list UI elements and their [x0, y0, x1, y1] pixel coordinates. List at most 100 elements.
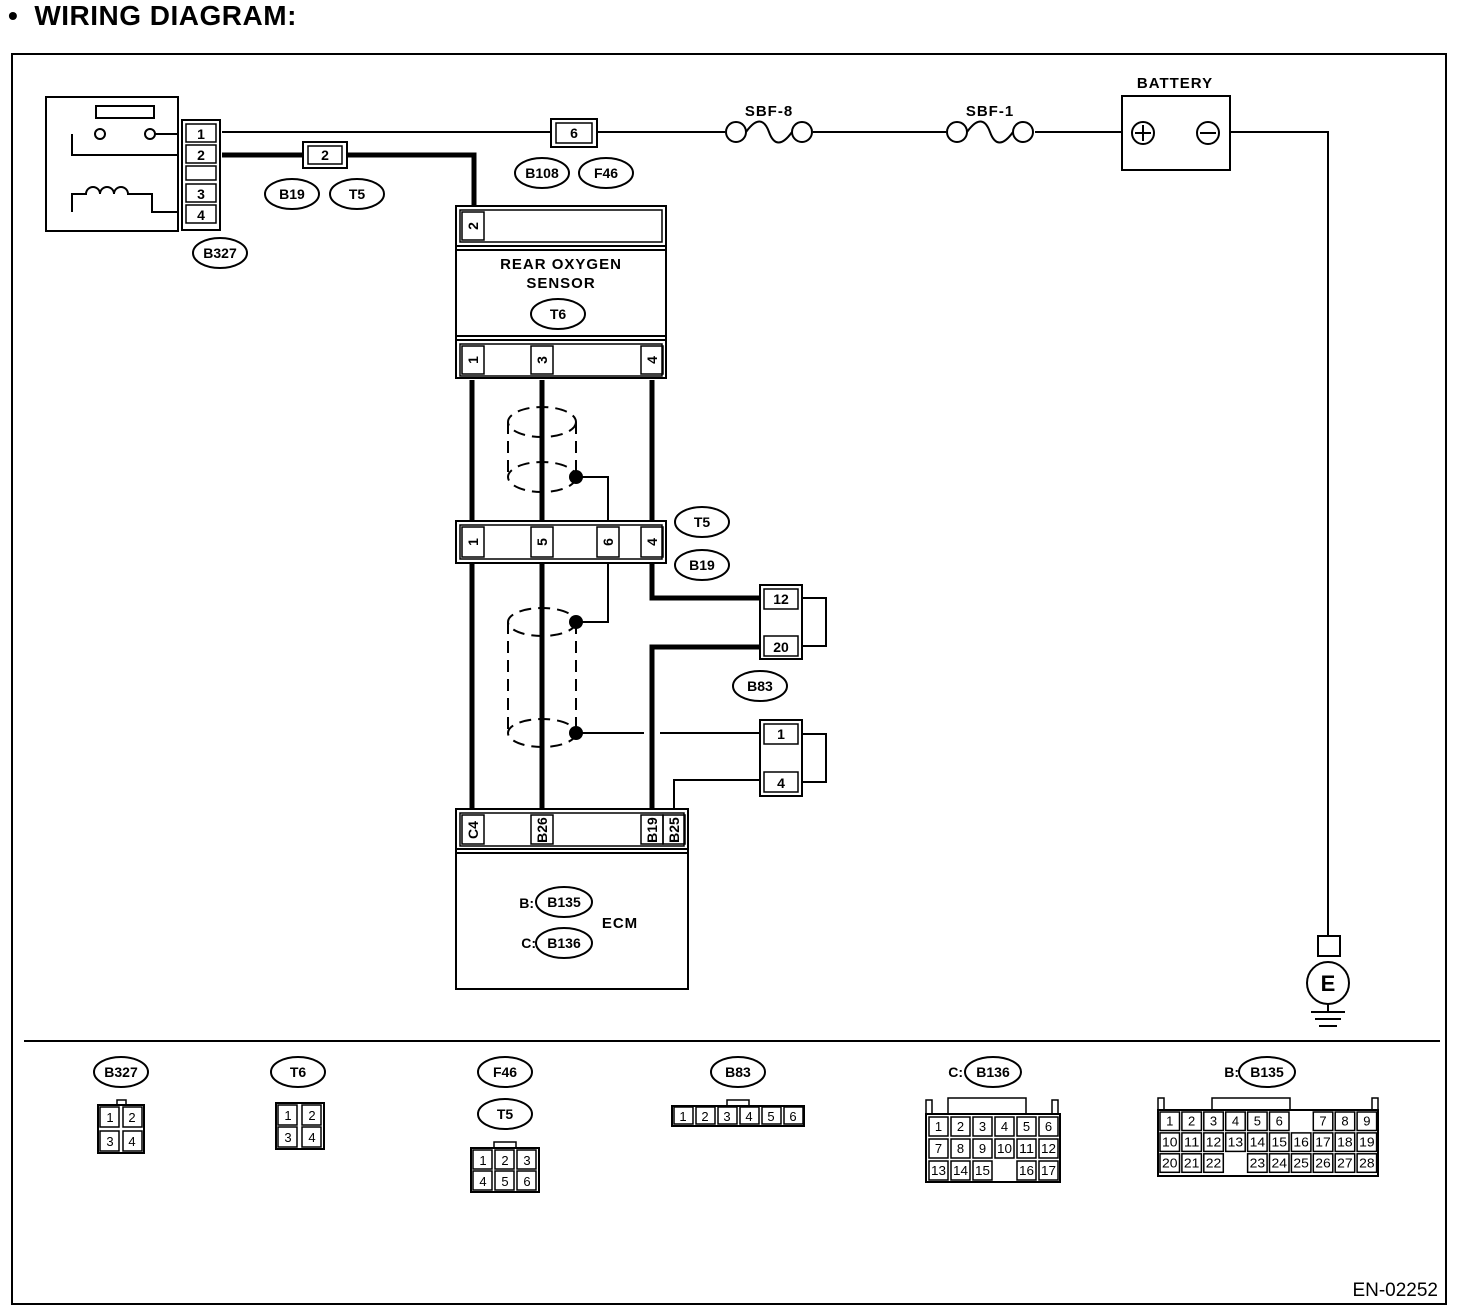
- relay-contact-bar: [95, 105, 155, 119]
- harness-pin-4: 4: [644, 538, 660, 546]
- legend-b136-cell-box: [950, 1138, 971, 1159]
- legend-b135-cell-box: [1159, 1153, 1181, 1174]
- relay-joint-label-a: B19: [279, 186, 305, 202]
- fuse-2: SBF-1: [946, 103, 1034, 144]
- shield-lower-junction-bottom: [569, 726, 583, 740]
- diagram-heading: •WIRING DIAGRAM:: [8, 0, 297, 32]
- legend-b135-cell-box: [1203, 1153, 1225, 1174]
- legend-b135-cell-box: [1268, 1132, 1290, 1153]
- wires: [222, 131, 1329, 936]
- ecm-b-prefix: B:: [519, 895, 534, 911]
- legend-b327-label: B327: [104, 1064, 138, 1080]
- legend-b135-cell-box: [1334, 1111, 1356, 1132]
- legend-b135-cell-box: [1312, 1153, 1334, 1174]
- fuse-joint-tag-b: F46: [578, 157, 634, 189]
- legend-b135-cell: 4: [1232, 1114, 1239, 1129]
- legend-b136-cell-box: [1038, 1116, 1059, 1137]
- sensor-connector-label: T6: [550, 306, 567, 322]
- ecm-pin-b25: B25: [666, 817, 682, 843]
- legend-b135-cell: 27: [1337, 1155, 1353, 1170]
- legend-b135-cell-box: [1159, 1132, 1181, 1153]
- sensor-connector-tag: T6: [530, 298, 586, 330]
- wire-ecm-b25: [673, 779, 762, 810]
- legend-b135-cell-box: [1224, 1111, 1246, 1132]
- legend-b136-cell: 15: [975, 1163, 990, 1178]
- legend-b135-cell: 22: [1206, 1155, 1222, 1170]
- relay-connector-label: B327: [203, 245, 237, 261]
- legend-b136-grid: [928, 1116, 1059, 1181]
- legend-b136-cell: 12: [1041, 1141, 1056, 1156]
- sensor-label-line-1: REAR OXYGEN: [500, 256, 622, 273]
- legend-b136-cell-box: [1016, 1116, 1037, 1137]
- relay-connector-block: [181, 119, 221, 231]
- sensor-pin-3: 3: [534, 356, 550, 364]
- legend-b135-cell-box: [1334, 1153, 1356, 1174]
- legend-b135-cell-box: [1356, 1153, 1378, 1174]
- relay-joint-tag-b: T5: [329, 178, 385, 210]
- legend-t6-cell: 1: [284, 1108, 291, 1123]
- legend-t6-cell: 3: [284, 1130, 291, 1145]
- legend-b136-cell-box: [928, 1116, 949, 1137]
- wire-relay-to-sensor-heater: [348, 152, 477, 206]
- legend-b135-cell: 18: [1337, 1134, 1353, 1149]
- legend-b327-cell: 2: [128, 1110, 135, 1125]
- legend-b136-cell-box: [928, 1160, 949, 1181]
- legend-t6-label: T6: [290, 1064, 307, 1080]
- legend-b136-prefix: C:: [948, 1064, 963, 1080]
- fuse-joint-pin: 6: [570, 125, 578, 141]
- legend-b135-cell: 3: [1210, 1114, 1217, 1129]
- legend-b135-cell-box: [1290, 1153, 1312, 1174]
- legend-t6-cell: 2: [308, 1108, 315, 1123]
- legend-f46-t5-cell: 4: [479, 1174, 486, 1189]
- legend-b135-cell: 9: [1363, 1114, 1370, 1129]
- relay-contact-left: [94, 128, 106, 140]
- wire-harness-pin4-to-b83-12: [649, 562, 762, 601]
- joint-lower-pin-4: 4: [777, 775, 785, 791]
- joint-lower-pin-1: 1: [777, 726, 785, 742]
- legend-b83-label: B83: [725, 1064, 751, 1080]
- legend-b136-cell: 13: [931, 1163, 946, 1178]
- legend-b135-cell-box: [1334, 1132, 1356, 1153]
- fuse-2-label: SBF-1: [966, 103, 1014, 120]
- battery-plus-icon: [1131, 121, 1155, 145]
- legend-b327-cell: 4: [128, 1134, 135, 1149]
- legend-b135-cell-box: [1356, 1111, 1378, 1132]
- legend-b135-cell: 13: [1228, 1134, 1244, 1149]
- legend-b135-cell: 16: [1293, 1134, 1309, 1149]
- fuse-1: SBF-8: [725, 103, 813, 144]
- legend-b327-cell: 3: [106, 1134, 113, 1149]
- joint-pin-20: 20: [773, 639, 789, 655]
- diagram-frame: [11, 53, 1447, 1305]
- legend-f46-t5-cell: 2: [501, 1153, 508, 1168]
- relay-connector-tag: B327: [192, 237, 248, 269]
- legend-b136-cell-box: [1016, 1138, 1037, 1159]
- ground-label: E: [1321, 971, 1336, 996]
- ecm-pin-b26: B26: [534, 817, 550, 843]
- legend-b135-cell: 5: [1254, 1114, 1261, 1129]
- legend-b136-cell-box: [1038, 1160, 1059, 1181]
- wire-b83-20-to-ecm-b19: [649, 644, 762, 810]
- legend-b135-prefix: B:: [1224, 1064, 1239, 1080]
- legend-b136-cell: 6: [1045, 1119, 1052, 1134]
- legend-b135-cell-box: [1159, 1111, 1181, 1132]
- fuse-1-label: SBF-8: [745, 103, 793, 120]
- relay-pin-3: 3: [197, 186, 205, 202]
- legend-b136-cell-box: [972, 1138, 993, 1159]
- legend-f46-t5-cell: 6: [523, 1174, 530, 1189]
- ecm-label: ECM: [602, 915, 638, 932]
- legend-b136-cell-box: [972, 1160, 993, 1181]
- harness-pin-1: 1: [465, 538, 481, 546]
- legend-b135-cell: 15: [1272, 1134, 1288, 1149]
- relay-pin-2: 2: [197, 147, 205, 163]
- legend-b135-cell-box: [1203, 1132, 1225, 1153]
- relay-contact-right: [144, 128, 156, 140]
- heading-bullet: •: [8, 0, 19, 31]
- legend-b83-cell: 2: [701, 1109, 708, 1124]
- ecm: C4 B26 B19 B25 ECM B: B135 C: B136: [455, 808, 689, 990]
- joint-connector-tag: B83: [732, 670, 788, 702]
- legend-b136-cell-box: [1016, 1160, 1037, 1181]
- legend-b136-cell: 2: [957, 1119, 964, 1134]
